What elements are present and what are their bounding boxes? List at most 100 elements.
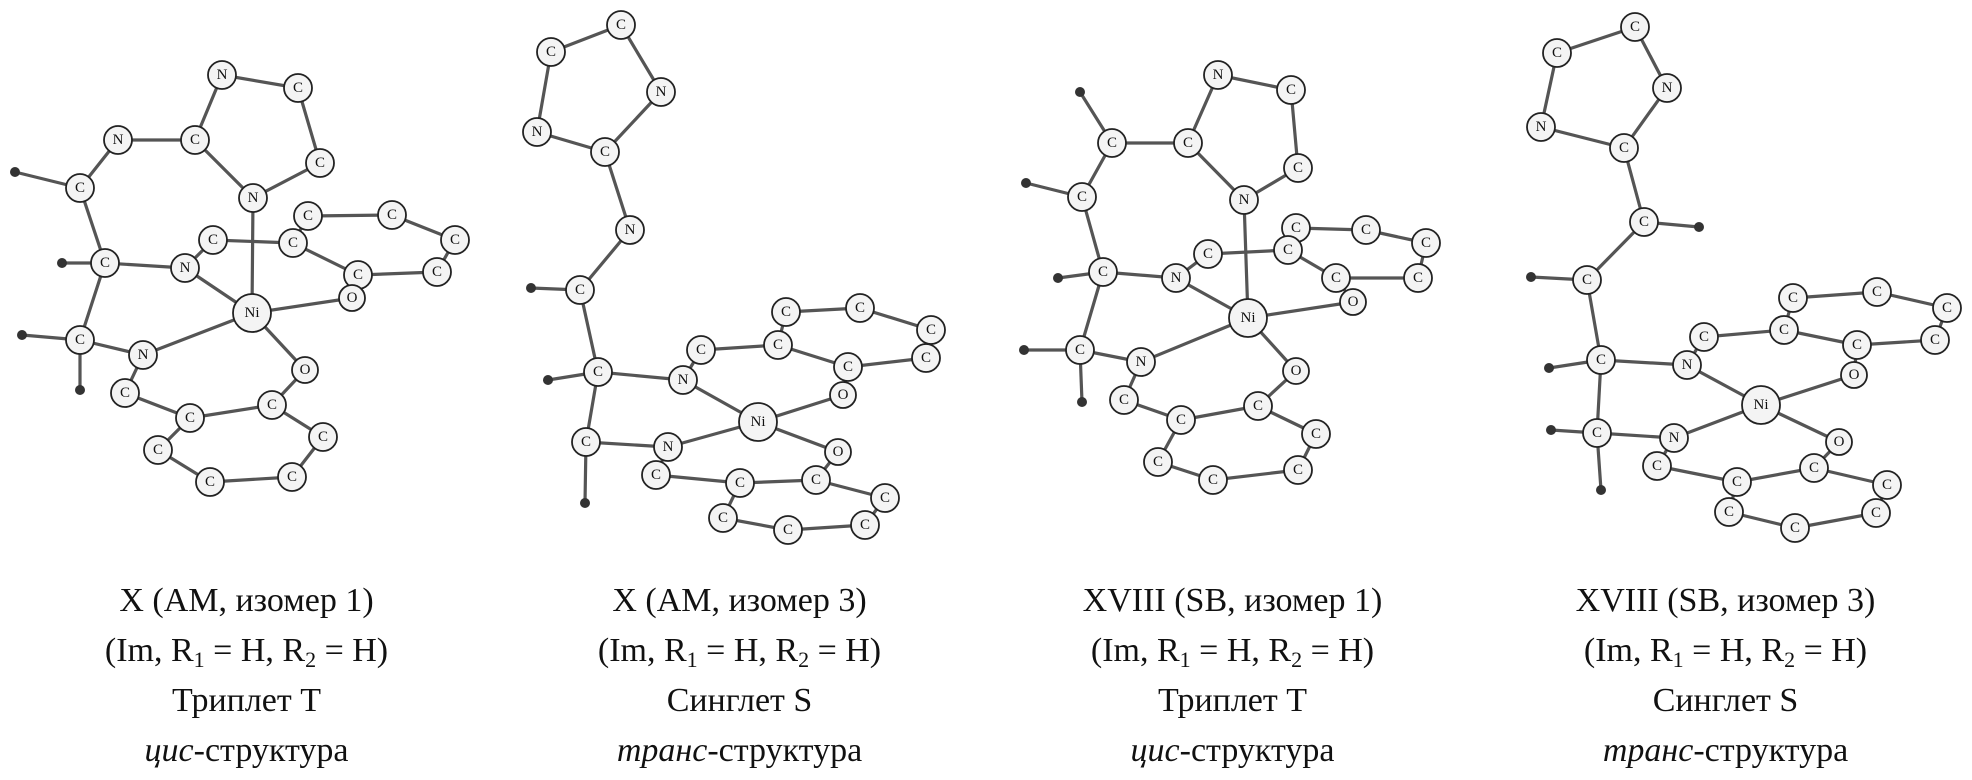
- atom-c: C: [1097, 128, 1127, 158]
- molecule-cis-sb: N C C C C C N C C C C C C N C C O Ni C N…: [1019, 60, 1441, 495]
- atom-c: C: [773, 515, 803, 545]
- atom-ni: Ni: [1741, 385, 1781, 425]
- svg-text:C: C: [1552, 45, 1562, 61]
- atom-n: N: [1203, 60, 1233, 90]
- caption-substituents: (Im, R1 = H, R2 = H): [1583, 632, 1868, 672]
- caption-compound: X (AM, изомер 3): [612, 582, 867, 619]
- atom-c: C: [916, 315, 946, 345]
- caption-structure-type: транс-структура: [616, 732, 863, 769]
- svg-text:C: C: [1203, 246, 1213, 262]
- caption-spin-state: Триплет T: [1157, 682, 1308, 719]
- atom-c: C: [725, 468, 755, 498]
- atom-c: C: [1862, 277, 1892, 307]
- caption-compound: XVIII (SB, изомер 3): [1575, 582, 1876, 619]
- svg-text:C: C: [860, 517, 870, 533]
- atom-c: C: [377, 200, 407, 230]
- atom-c: C: [565, 275, 595, 305]
- svg-text:N: N: [1662, 80, 1673, 96]
- atom-c: C: [1629, 207, 1659, 237]
- atom-c: C: [1193, 239, 1223, 269]
- svg-text:C: C: [1724, 504, 1734, 520]
- atom-ni: Ni: [738, 402, 778, 442]
- svg-text:C: C: [575, 282, 585, 298]
- atom-n: N: [1229, 185, 1259, 215]
- svg-text:Ni: Ni: [1754, 397, 1769, 413]
- svg-text:Ni: Ni: [1241, 310, 1256, 326]
- atom-n: N: [615, 215, 645, 245]
- svg-text:N: N: [248, 190, 259, 206]
- atom-c: C: [536, 37, 566, 67]
- atom-c: C: [1321, 263, 1351, 293]
- svg-text:Ni: Ni: [245, 305, 260, 321]
- atom-c: C: [1283, 153, 1313, 183]
- structure-caption-4: XVIII (SB, изомер 3) (Im, R1 = H, R2 = H…: [1479, 576, 1972, 776]
- svg-text:O: O: [1291, 363, 1302, 379]
- atom-c: C: [845, 293, 875, 323]
- atom-c: C: [110, 378, 140, 408]
- svg-text:C: C: [1652, 458, 1662, 474]
- atom-c: C: [1273, 235, 1303, 265]
- svg-text:N: N: [113, 132, 124, 148]
- svg-text:C: C: [773, 337, 783, 353]
- svg-text:N: N: [1536, 119, 1547, 135]
- svg-text:O: O: [347, 290, 358, 306]
- svg-text:C: C: [287, 469, 297, 485]
- svg-text:C: C: [208, 232, 218, 248]
- svg-text:C: C: [1619, 140, 1629, 156]
- atom-o: O: [829, 381, 857, 409]
- svg-text:C: C: [921, 350, 931, 366]
- atom-n: N: [238, 183, 268, 213]
- svg-text:C: C: [318, 429, 328, 445]
- atom-n: N: [653, 432, 683, 462]
- atom-n: N: [646, 77, 676, 107]
- atom-n: N: [207, 60, 237, 90]
- svg-text:C: C: [783, 522, 793, 538]
- svg-text:C: C: [450, 232, 460, 248]
- atom-c: C: [801, 465, 831, 495]
- atom-c: C: [870, 483, 900, 513]
- atom-c: C: [1109, 385, 1139, 415]
- atom-c: C: [1780, 513, 1810, 543]
- atom-c: C: [1088, 257, 1118, 287]
- svg-text:N: N: [656, 84, 667, 100]
- atom-c: C: [195, 467, 225, 497]
- svg-text:N: N: [1682, 357, 1693, 373]
- svg-text:C: C: [75, 180, 85, 196]
- molecule-trans-sb: C C N N C C C C C C C C C C C N O Ni C N…: [1526, 12, 1962, 543]
- svg-text:C: C: [1286, 82, 1296, 98]
- caption-compound: X (AM, изомер 1): [119, 582, 374, 619]
- svg-text:N: N: [625, 222, 636, 238]
- atom-c: C: [143, 435, 173, 465]
- svg-text:O: O: [1834, 434, 1845, 450]
- atom-c: C: [1920, 325, 1950, 355]
- atom-c: C: [1714, 497, 1744, 527]
- svg-text:C: C: [432, 264, 442, 280]
- svg-text:C: C: [1291, 220, 1301, 236]
- svg-text:C: C: [696, 342, 706, 358]
- svg-text:C: C: [1639, 214, 1649, 230]
- svg-text:C: C: [1208, 472, 1218, 488]
- atom-o: O: [1282, 357, 1310, 385]
- svg-text:C: C: [1788, 290, 1798, 306]
- atom-c: C: [1582, 418, 1612, 448]
- atom-c: C: [1411, 228, 1441, 258]
- atom-c: C: [763, 330, 793, 360]
- atom-n: N: [1652, 73, 1682, 103]
- svg-text:C: C: [1361, 222, 1371, 238]
- atom-c: C: [1861, 498, 1891, 528]
- atom-c: C: [590, 137, 620, 167]
- svg-text:O: O: [1849, 367, 1860, 383]
- atom-c: C: [1301, 419, 1331, 449]
- atom-o: O: [291, 356, 319, 384]
- atom-c: C: [257, 390, 287, 420]
- molecule-cis-am: N C N C C C N C C C C C C N C C O Ni C N…: [10, 60, 470, 497]
- atom-c: C: [308, 422, 338, 452]
- svg-text:C: C: [855, 300, 865, 316]
- atom-c: C: [1932, 293, 1962, 323]
- atom-o: O: [1840, 361, 1868, 389]
- svg-text:C: C: [315, 155, 325, 171]
- svg-text:C: C: [267, 397, 277, 413]
- svg-text:C: C: [1153, 454, 1163, 470]
- atom-n: N: [1126, 347, 1156, 377]
- svg-text:C: C: [1331, 270, 1341, 286]
